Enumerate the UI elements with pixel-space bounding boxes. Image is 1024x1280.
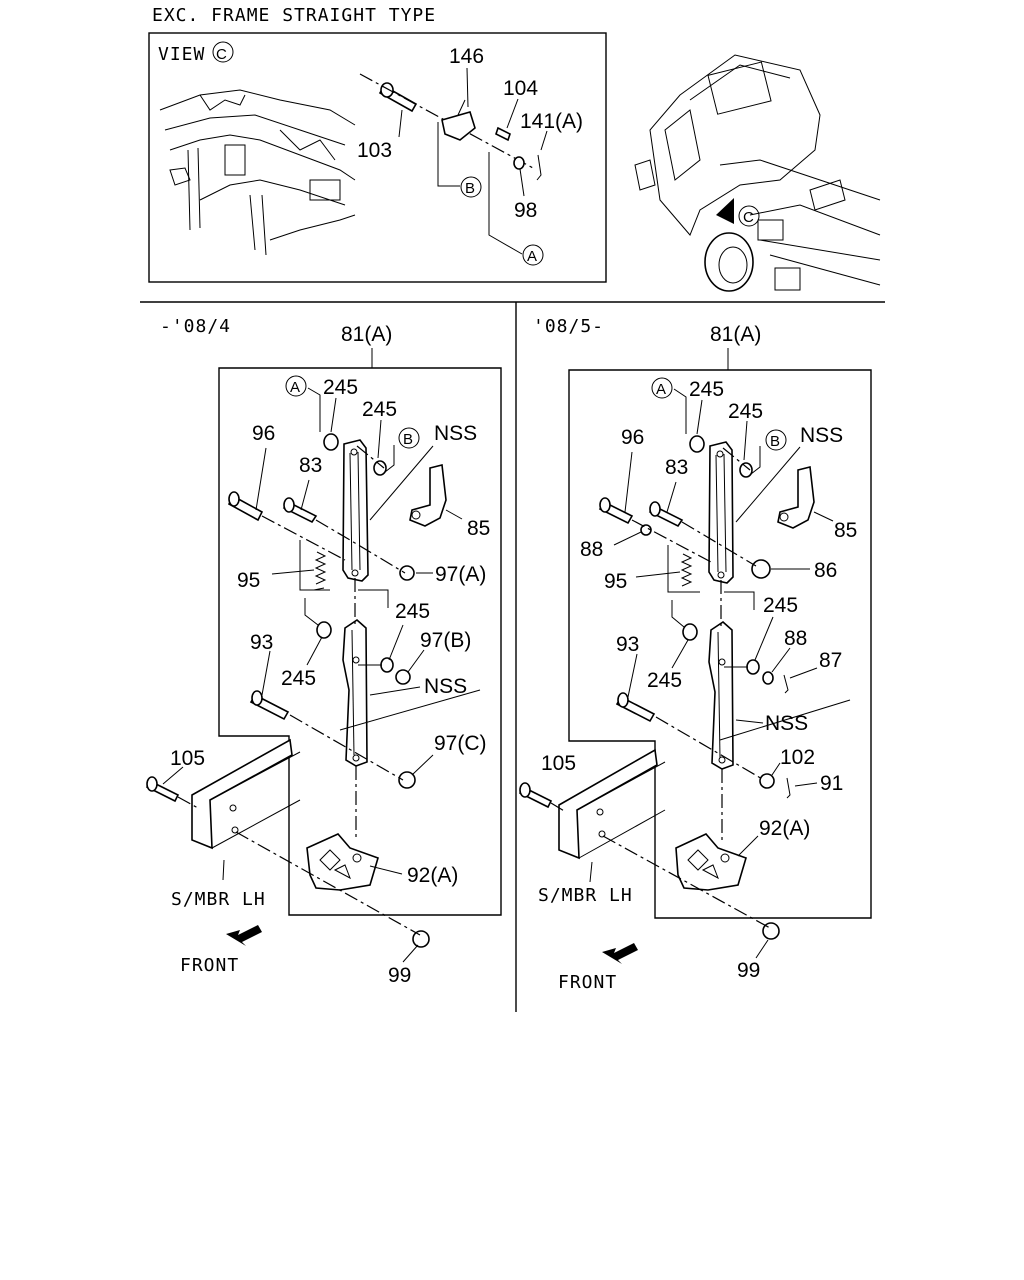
right-ref-circle-b: B bbox=[765, 429, 787, 451]
right-callout-86: 86 bbox=[814, 559, 837, 582]
left-front-arrow bbox=[226, 925, 262, 946]
right-front-arrow bbox=[602, 943, 638, 964]
svg-text:A: A bbox=[527, 248, 537, 265]
left-callout-245-b: 245 bbox=[362, 398, 397, 421]
right-period-label: '08/5- bbox=[533, 316, 604, 337]
callout-141a: 141(A) bbox=[520, 110, 583, 133]
truck-sketch: C bbox=[634, 54, 881, 292]
svg-text:A: A bbox=[290, 379, 300, 396]
right-ref-circle-a: A bbox=[651, 377, 673, 399]
right-callout-85: 85 bbox=[834, 519, 857, 542]
right-callout-92a: 92(A) bbox=[759, 817, 810, 840]
callout-146: 146 bbox=[449, 45, 484, 68]
callout-98: 98 bbox=[514, 199, 537, 222]
svg-text:B: B bbox=[770, 433, 780, 450]
right-member-label: S/MBR LH bbox=[538, 885, 633, 906]
left-callout-85: 85 bbox=[467, 517, 490, 540]
left-callout-245-low: 245 bbox=[281, 667, 316, 690]
svg-text:B: B bbox=[465, 180, 475, 197]
right-assembly-label: 81(A) bbox=[710, 323, 761, 346]
left-callout-83: 83 bbox=[299, 454, 322, 477]
left-callout-105: 105 bbox=[170, 747, 205, 770]
left-callout-93: 93 bbox=[250, 631, 273, 654]
frame-sketch bbox=[159, 89, 356, 256]
callout-104: 104 bbox=[503, 77, 538, 100]
left-member-label: S/MBR LH bbox=[171, 889, 266, 910]
left-callout-97b: 97(B) bbox=[420, 629, 471, 652]
right-callout-245-mid: 245 bbox=[763, 594, 798, 617]
right-callout-245-low: 245 bbox=[647, 669, 682, 692]
callout-103: 103 bbox=[357, 139, 392, 162]
right-callout-93: 93 bbox=[616, 633, 639, 656]
left-callout-245-mid: 245 bbox=[395, 600, 430, 623]
left-callout-99: 99 bbox=[388, 964, 411, 987]
right-callout-91: 91 bbox=[820, 772, 843, 795]
svg-text:C: C bbox=[743, 209, 754, 226]
left-callout-96: 96 bbox=[252, 422, 275, 445]
right-callout-88-top: 88 bbox=[580, 538, 603, 561]
svg-text:C: C bbox=[216, 46, 227, 63]
right-front-label: FRONT bbox=[558, 972, 617, 993]
view-letter-circle: C bbox=[212, 41, 234, 63]
view-c-box: VIEW C bbox=[148, 32, 607, 283]
left-ref-circle-a: A bbox=[285, 375, 307, 397]
right-callout-105: 105 bbox=[541, 752, 576, 775]
left-front-label: FRONT bbox=[180, 955, 239, 976]
right-callout-95: 95 bbox=[604, 570, 627, 593]
left-callout-245-top: 245 bbox=[323, 376, 358, 399]
right-callout-nss-top: NSS bbox=[800, 424, 843, 447]
left-callout-95: 95 bbox=[237, 569, 260, 592]
left-panel: -'08/4 81(A) bbox=[145, 316, 502, 987]
svg-text:B: B bbox=[403, 431, 413, 448]
left-assembly-label: 81(A) bbox=[341, 323, 392, 346]
right-callout-245-top: 245 bbox=[689, 378, 724, 401]
right-callout-83: 83 bbox=[665, 456, 688, 479]
right-callout-245-b: 245 bbox=[728, 400, 763, 423]
view-c-hardware bbox=[359, 67, 548, 255]
ref-circle-a: A bbox=[522, 244, 544, 266]
left-period-label: -'08/4 bbox=[160, 316, 231, 337]
left-callout-97a: 97(A) bbox=[435, 563, 486, 586]
left-callout-nss-low: NSS bbox=[424, 675, 467, 698]
left-callout-nss-top: NSS bbox=[434, 422, 477, 445]
left-callout-97c: 97(C) bbox=[434, 732, 487, 755]
ref-circle-b: B bbox=[460, 176, 482, 198]
right-callout-nss-low: NSS bbox=[765, 712, 808, 735]
right-callout-102: 102 bbox=[780, 746, 815, 769]
diagram-title: EXC. FRAME STRAIGHT TYPE bbox=[152, 5, 436, 26]
right-callout-87: 87 bbox=[819, 649, 842, 672]
view-label: VIEW bbox=[158, 44, 205, 65]
right-callout-88-low: 88 bbox=[784, 627, 807, 650]
truck-ref-circle-c: C bbox=[738, 205, 760, 227]
right-callout-99: 99 bbox=[737, 959, 760, 982]
right-callout-96: 96 bbox=[621, 426, 644, 449]
left-callout-92a: 92(A) bbox=[407, 864, 458, 887]
right-panel: '08/5- 81(A) bbox=[518, 316, 872, 993]
svg-text:A: A bbox=[656, 381, 666, 398]
left-ref-circle-b: B bbox=[398, 427, 420, 449]
